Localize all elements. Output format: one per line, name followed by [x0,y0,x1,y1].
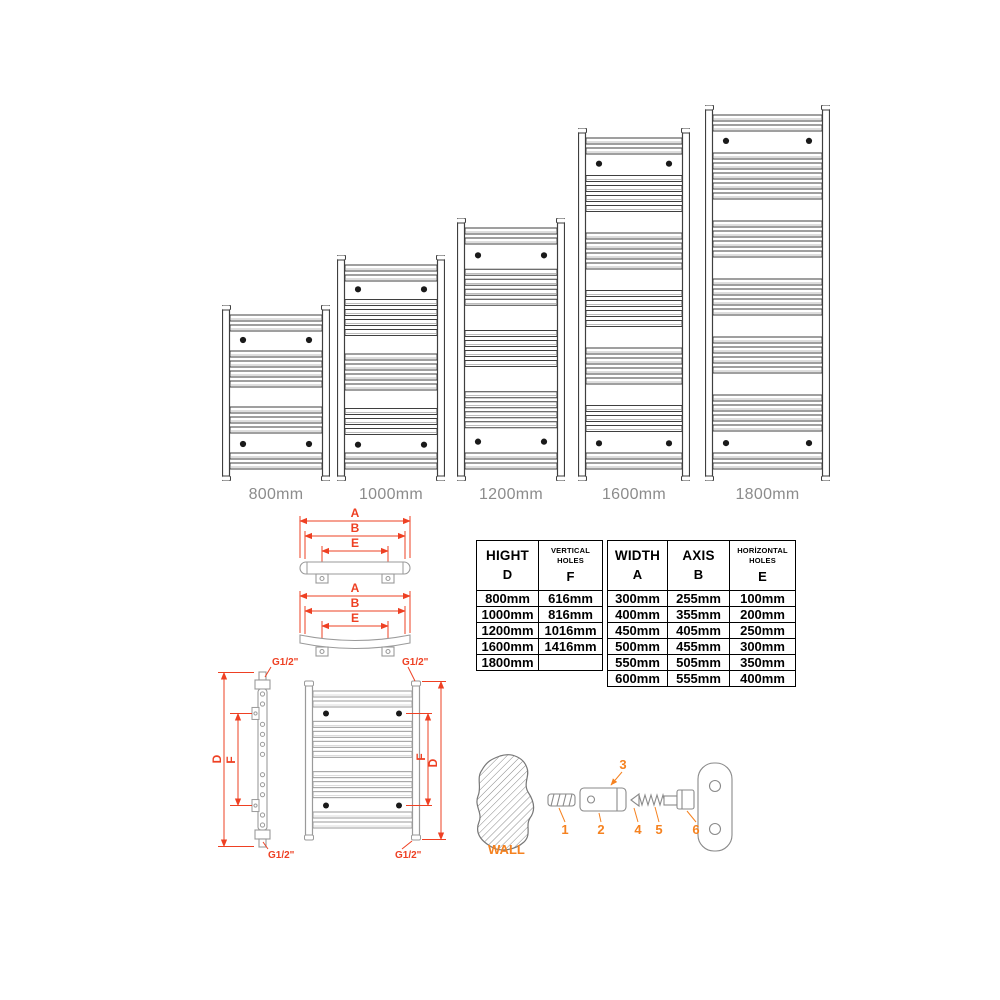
dim-label-d: D [210,754,224,763]
table-cell: 1000mm [476,606,539,623]
dim-label-a: A [351,506,360,520]
part-number-1: 1 [561,822,568,837]
dim-label-b: B [351,521,360,535]
rail-profile-section [697,762,733,852]
assembly-diagram: WALL 1 2 3 4 5 6 [476,754,733,857]
radiator-size-label: 1600mm [601,486,667,503]
front-view-ladder [304,680,421,841]
table-cell: 400mm [607,606,668,623]
dim-label-e: E [351,536,359,550]
thread-size-label: G1/2" [395,850,422,861]
table-cell: 550mm [607,654,668,671]
table-cell: 300mm [607,590,668,607]
part-number-4: 4 [634,822,642,837]
dim-label-b: B [351,596,360,610]
table-cell: 250mm [729,622,796,639]
table-cell: 350mm [729,654,796,671]
thread-size-label: G1/2" [402,657,429,668]
radiator-drawing-1800mm [705,105,830,481]
table-cell: 816mm [538,606,603,623]
part-number-6: 6 [692,822,699,837]
radiator-size-label: 1000mm [358,486,424,503]
radiator-drawing-800mm [222,305,330,481]
table-cell: 455mm [667,638,730,655]
dim-label-d: D [426,758,440,767]
part-number-5: 5 [655,822,662,837]
table-cell: 800mm [476,590,539,607]
dim-label-f: F [414,753,428,760]
thread-size-label: G1/2" [268,850,295,861]
radiator-drawing-1200mm [457,218,565,481]
radiator-size-label: 1800mm [735,486,800,503]
side-view-bars [251,691,266,828]
bracket-part [676,789,695,810]
table-cell: 355mm [667,606,730,623]
table-cell: 555mm [667,670,730,687]
radiator-size-label: 1200mm [478,486,544,503]
table-cell: 1416mm [538,638,603,655]
straight-rail-top-view: A B E [299,506,411,584]
thread-size-callouts: G1/2" G1/2" G1/2" G1/2" [262,657,429,861]
spacer-part [579,787,627,812]
table-cell: 500mm [607,638,668,655]
table-cell: 300mm [729,638,796,655]
curved-rail-top-view: A B E [299,581,411,657]
radiator-size-label: 800mm [248,486,304,503]
dimension-drawings: A B E A B E [210,506,446,861]
part-number-2: 2 [597,822,604,837]
dim-label-e: E [351,611,359,625]
table-cell [538,654,603,671]
table-cell: 1200mm [476,622,539,639]
part-callouts: 1 2 3 4 5 6 [558,757,700,837]
table-cell: 200mm [729,606,796,623]
table-cell: 405mm [667,622,730,639]
radiator-drawing-1600mm [578,128,690,481]
table-cell: 1800mm [476,654,539,671]
dim-label-a: A [351,581,360,595]
part-number-3: 3 [619,757,626,772]
table-cell: 616mm [538,590,603,607]
front-view: D F [304,680,446,841]
table-cell: 450mm [607,622,668,639]
table-cell: 1016mm [538,622,603,639]
side-view: D F [210,671,271,848]
thread-size-label: G1/2" [272,657,299,668]
table-cell: 600mm [607,670,668,687]
table-cell: 505mm [667,654,730,671]
table-cell: 400mm [729,670,796,687]
radiator-drawing-1000mm [337,255,445,481]
table-cell: 100mm [729,590,796,607]
screw-part [630,792,678,808]
wall-label: WALL [488,842,525,857]
table-cell: 255mm [667,590,730,607]
dim-label-f: F [224,756,238,763]
table-row: 1800mm [476,654,603,671]
wall-section: WALL [476,754,535,857]
table-cell: 1600mm [476,638,539,655]
wall-plug-part [547,793,576,807]
